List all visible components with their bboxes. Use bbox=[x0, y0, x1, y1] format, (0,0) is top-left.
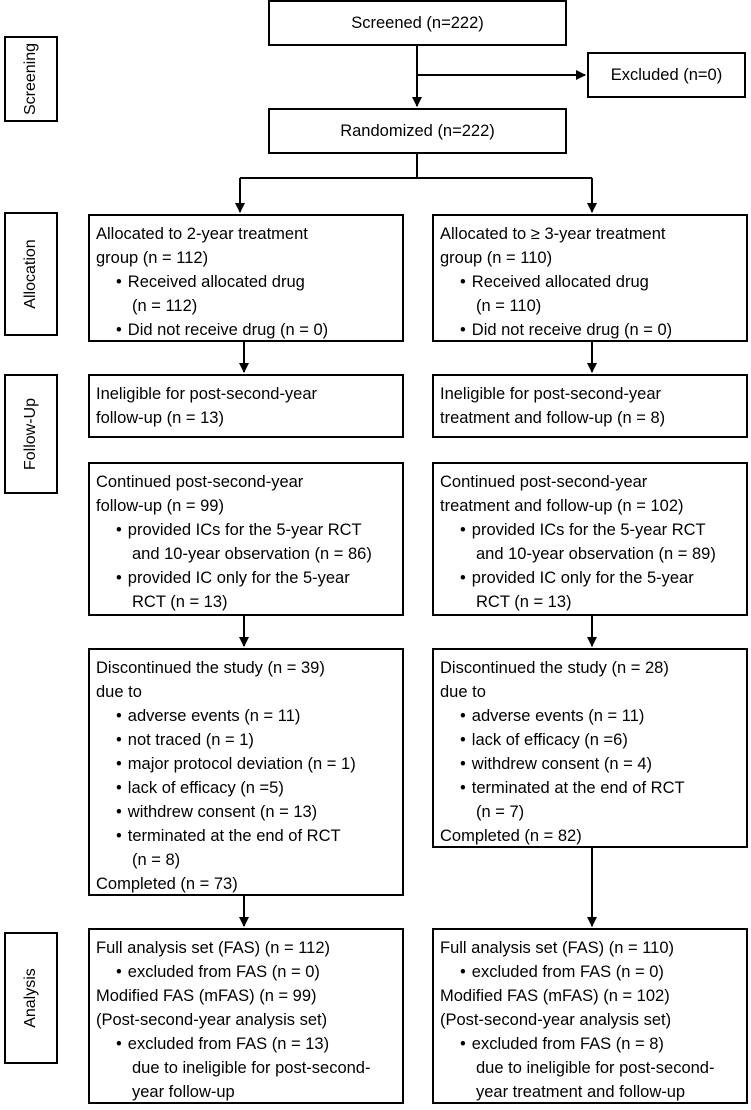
text-line: (n = 7) bbox=[476, 803, 525, 821]
bullet-line: withdrew consent (n = 13) bbox=[96, 800, 396, 824]
right-ineligible-box: Ineligible for post-second-year treatment… bbox=[432, 374, 748, 438]
bullet-line: adverse events (n = 11) bbox=[96, 704, 396, 728]
bullet-line: Received allocated drug bbox=[440, 270, 740, 294]
excluded-box: Excluded (n=0) bbox=[587, 52, 746, 98]
bullet-line: provided IC only for the 5-year bbox=[440, 566, 740, 590]
text-line: Completed (n = 73) bbox=[96, 875, 238, 893]
text-line: Discontinued the study (n = 28) bbox=[440, 659, 669, 677]
stage-followup: Follow-Up bbox=[4, 374, 58, 494]
text-line: Continued post-second-year bbox=[440, 473, 648, 491]
bullet-line: excluded from FAS (n = 0) bbox=[440, 960, 740, 984]
bullet-line: terminated at the end of RCT bbox=[440, 776, 740, 800]
bullet-line: excluded from FAS (n = 8) bbox=[440, 1032, 740, 1056]
text-line: group (n = 112) bbox=[96, 249, 209, 267]
bullet-line: provided ICs for the 5-year RCT bbox=[440, 518, 740, 542]
text-line: due to ineligible for post-second- bbox=[132, 1059, 371, 1077]
bullet-line: provided IC only for the 5-year bbox=[96, 566, 396, 590]
excluded-text: Excluded (n=0) bbox=[610, 65, 723, 84]
left-discontinued-box: Discontinued the study (n = 39) due to adv… bbox=[88, 648, 404, 896]
bullet-line: major protocol deviation (n = 1) bbox=[96, 752, 396, 776]
text-line: year follow-up bbox=[132, 1083, 235, 1101]
bullet-line: excluded from FAS (n = 13) bbox=[96, 1032, 396, 1056]
text-line: RCT (n = 13) bbox=[132, 593, 228, 611]
left-ineligible-box: Ineligible for post-second-year follow-up… bbox=[88, 374, 404, 438]
randomized-text: Randomized (n=222) bbox=[340, 121, 495, 140]
text-line: Continued post-second-year bbox=[96, 473, 304, 491]
bullet-line: Received allocated drug bbox=[96, 270, 396, 294]
bullet-line: terminated at the end of RCT bbox=[96, 824, 396, 848]
bullet-line: provided ICs for the 5-year RCT bbox=[96, 518, 396, 542]
text-line: Full analysis set (FAS) (n = 112) bbox=[96, 939, 330, 957]
bullet-line: lack of efficacy (n =5) bbox=[96, 776, 396, 800]
bullet-line: excluded from FAS (n = 0) bbox=[96, 960, 396, 984]
text-line: Modified FAS (mFAS) (n = 102) bbox=[440, 987, 670, 1005]
right-discontinued-box: Discontinued the study (n = 28) due to adv… bbox=[432, 648, 748, 848]
left-allocation-box: Allocated to 2-year treatment group (n = … bbox=[88, 214, 404, 342]
text-line: Full analysis set (FAS) (n = 110) bbox=[440, 939, 674, 957]
text-line: Allocated to 2-year treatment bbox=[96, 225, 308, 243]
text-line: Allocated to ≥ 3-year treatment bbox=[440, 225, 666, 243]
screened-box: Screened (n=222) bbox=[268, 0, 567, 46]
bullet-line: lack of efficacy (n =6) bbox=[440, 728, 740, 752]
text-line: follow-up (n = 13) bbox=[96, 409, 224, 427]
left-continued-box: Continued post-second-year follow-up (n =… bbox=[88, 462, 404, 616]
bullet-line: Did not receive drug (n = 0) bbox=[440, 318, 740, 342]
right-allocation-box: Allocated to ≥ 3-year treatment group (n … bbox=[432, 214, 748, 342]
stage-analysis: Analysis bbox=[4, 932, 58, 1064]
text-line: and 10-year observation (n = 86) bbox=[132, 545, 372, 563]
text-line: and 10-year observation (n = 89) bbox=[476, 545, 716, 563]
text-line: Discontinued the study (n = 39) bbox=[96, 659, 325, 677]
text-line: group (n = 110) bbox=[440, 249, 553, 267]
text-line: (Post-second-year analysis set) bbox=[440, 1011, 672, 1029]
text-line: year treatment and follow-up bbox=[476, 1083, 686, 1101]
stage-screening: Screening bbox=[4, 36, 58, 122]
text-line: Ineligible for post-second-year bbox=[96, 385, 318, 403]
text-line: Completed (n = 82) bbox=[440, 827, 582, 845]
text-line: treatment and follow-up (n = 102) bbox=[440, 497, 684, 515]
text-line: (n = 8) bbox=[132, 851, 181, 869]
bullet-line: withdrew consent (n = 4) bbox=[440, 752, 740, 776]
text-line: due to ineligible for post-second- bbox=[476, 1059, 715, 1077]
right-continued-box: Continued post-second-year treatment and … bbox=[432, 462, 748, 616]
text-line: (n = 112) bbox=[132, 297, 198, 315]
stage-allocation: Allocation bbox=[4, 212, 58, 336]
text-line: follow-up (n = 99) bbox=[96, 497, 224, 515]
text-line: RCT (n = 13) bbox=[476, 593, 572, 611]
text-line: due to bbox=[96, 683, 142, 701]
right-analysis-box: Full analysis set (FAS) (n = 110) exclude… bbox=[432, 928, 748, 1104]
text-line: (Post-second-year analysis set) bbox=[96, 1011, 328, 1029]
bullet-line: Did not receive drug (n = 0) bbox=[96, 318, 396, 342]
screened-text: Screened (n=222) bbox=[351, 13, 484, 32]
left-analysis-box: Full analysis set (FAS) (n = 112) exclude… bbox=[88, 928, 404, 1104]
bullet-line: not traced (n = 1) bbox=[96, 728, 396, 752]
text-line: Ineligible for post-second-year bbox=[440, 385, 662, 403]
text-line: Modified FAS (mFAS) (n = 99) bbox=[96, 987, 317, 1005]
text-line: (n = 110) bbox=[476, 297, 542, 315]
randomized-box: Randomized (n=222) bbox=[268, 108, 567, 154]
text-line: due to bbox=[440, 683, 486, 701]
text-line: treatment and follow-up (n = 8) bbox=[440, 409, 666, 427]
bullet-line: adverse events (n = 11) bbox=[440, 704, 740, 728]
